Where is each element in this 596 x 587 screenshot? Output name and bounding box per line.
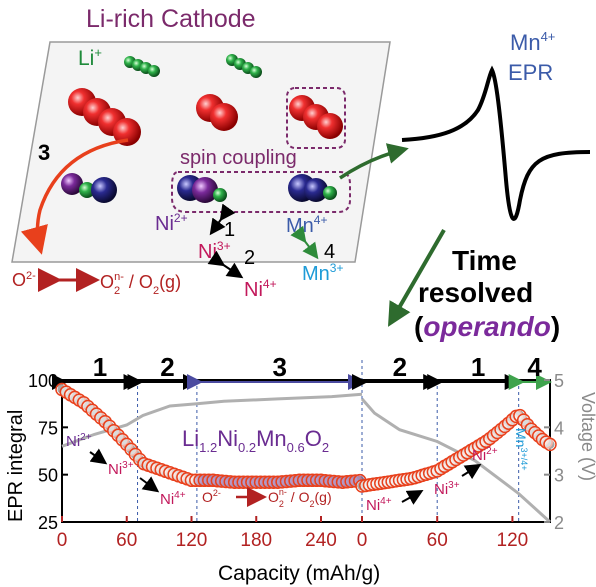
region-label-5: 4 bbox=[527, 352, 542, 382]
epr-to-operando-arrow bbox=[387, 228, 446, 327]
epr-panel: Mn4+ EPR bbox=[339, 29, 591, 327]
y-tick-label: 25 bbox=[38, 513, 58, 533]
y2-tick-label: 3 bbox=[554, 466, 564, 486]
region-label-2: 3 bbox=[272, 352, 286, 382]
annot-ni4-left: Ni4+ bbox=[160, 490, 186, 508]
region-label-3: 2 bbox=[393, 352, 407, 382]
annot-ni4-right: Ni4+ bbox=[366, 496, 392, 514]
cathode-title: Li-rich Cathode bbox=[86, 5, 256, 33]
oxygen-loss-arrow bbox=[20, 138, 129, 255]
transition-metal-cluster-left bbox=[61, 173, 117, 203]
y-tick-label: 50 bbox=[38, 466, 58, 486]
annot-ni2-right: Ni2+ bbox=[472, 446, 498, 464]
oxygen-atoms-left bbox=[68, 88, 141, 146]
annot-arrow-ni3-ni2-r bbox=[461, 463, 482, 480]
cathode-schematic: Li-rich Cathode Li+ bbox=[11, 5, 391, 301]
transition-metal-cluster-right bbox=[288, 174, 337, 202]
x-tick-label-charge: 60 bbox=[116, 530, 137, 551]
epr-label-epr: EPR bbox=[508, 60, 553, 85]
epr-label-mn4: Mn4+ bbox=[510, 29, 555, 55]
x-tick-label-charge: 0 bbox=[57, 530, 68, 551]
y2-tick-label: 5 bbox=[554, 371, 564, 391]
y2-tick-label: 2 bbox=[554, 513, 564, 533]
x-tick-label-charge: 240 bbox=[305, 530, 337, 551]
oxygen-atoms-middle bbox=[196, 94, 238, 131]
transition-metal-cluster-middle bbox=[177, 175, 227, 203]
x-axis-label: Capacity (mAh/g) bbox=[218, 562, 380, 585]
y-tick-label: 75 bbox=[38, 418, 58, 438]
mn3-label: Mn3+ bbox=[302, 261, 343, 285]
y2-tick-label: 4 bbox=[554, 418, 564, 438]
epr-derivative-curve bbox=[401, 65, 591, 221]
x-tick-label-charge: 120 bbox=[176, 530, 208, 551]
annot-arrow-ni3-ni4 bbox=[139, 476, 160, 493]
region-label-1: 2 bbox=[160, 352, 174, 382]
step-1-label: 1 bbox=[224, 219, 235, 241]
region-label-4: 1 bbox=[471, 352, 485, 382]
step-3-label: 3 bbox=[38, 140, 50, 165]
step-4-label: 4 bbox=[324, 241, 335, 263]
oxygen-atoms-right bbox=[289, 95, 343, 139]
time-resolved-label: Time resolved (operando) bbox=[414, 245, 560, 342]
li-atoms-top-left bbox=[124, 56, 160, 77]
x-tick-label-discharge: 0 bbox=[357, 530, 368, 551]
step-2-label: 2 bbox=[244, 247, 255, 269]
voltage-curve-discharge bbox=[360, 397, 552, 524]
li-atoms-top-right bbox=[226, 54, 262, 78]
ni4-label: Ni4+ bbox=[244, 277, 277, 301]
annot-arrow-ni2-ni3 bbox=[89, 448, 108, 465]
resolved-label: resolved bbox=[418, 277, 533, 308]
annot-mn34: Mn3+/4+ bbox=[513, 428, 529, 470]
x-tick-label-charge: 180 bbox=[240, 530, 272, 551]
step-1-arrow bbox=[209, 203, 236, 236]
oxygen-2minus-label: O2- bbox=[12, 270, 36, 290]
dashed-box-oxygen bbox=[286, 87, 346, 149]
time-label: Time bbox=[452, 245, 517, 276]
axes-ticks: 100 75 50 25 5 4 3 2 0 60 120 180 240 0 60 120 bbox=[28, 371, 564, 551]
step-2-arrow bbox=[207, 250, 244, 279]
x-tick-label-discharge: 120 bbox=[497, 530, 529, 551]
region-arrows: 1 2 3 2 1 4 bbox=[52, 352, 552, 390]
annot-ni3-right: Ni3+ bbox=[434, 480, 460, 498]
annot-ni2-left: Ni2+ bbox=[66, 432, 92, 450]
y-axis-label: EPR integral bbox=[5, 410, 27, 522]
y-tick-label: 100 bbox=[28, 371, 58, 391]
step-4-arrow bbox=[290, 225, 319, 260]
region-label-0: 1 bbox=[93, 352, 107, 382]
annot-ni3-left: Ni3+ bbox=[108, 460, 134, 478]
oxygen-product-label: O2n- / O2(g) bbox=[100, 271, 181, 297]
y2-axis-label: Voltage (V) bbox=[578, 392, 596, 481]
formula-label: Li1.2Ni0.2Mn0.6O2 bbox=[182, 426, 329, 455]
spin-coupling-outline bbox=[171, 171, 351, 213]
spin-to-epr-arrow bbox=[339, 143, 409, 180]
epr-point-1 bbox=[543, 437, 557, 452]
annot-oxygen-product: O2n- / O2(g) bbox=[268, 487, 332, 509]
li-plus-label: Li+ bbox=[78, 45, 102, 70]
spin-coupling-label: spin coupling bbox=[180, 147, 297, 169]
x-tick-label-discharge: 60 bbox=[427, 530, 448, 551]
operando-label: (operando) bbox=[414, 311, 560, 342]
annot-arrow-ni4-ni3-r bbox=[401, 490, 424, 505]
ni2-label: Ni2+ bbox=[155, 211, 188, 235]
epr-points bbox=[55, 382, 557, 493]
annot-oxygen: O2- bbox=[202, 488, 221, 505]
